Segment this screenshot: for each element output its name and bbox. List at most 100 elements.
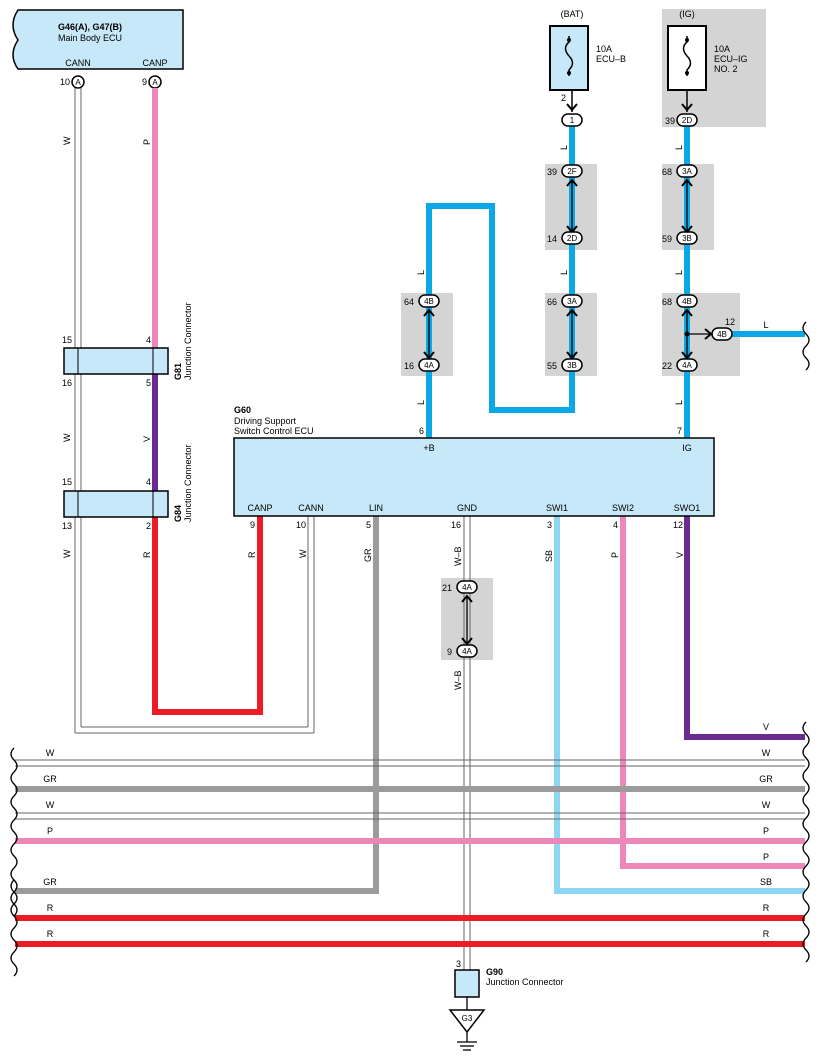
main-ecu-pin-cann: CANN xyxy=(65,58,91,68)
ig-label: (IG) xyxy=(679,9,695,19)
wl-p-4: P xyxy=(763,826,769,836)
inline-connectors: 2F 39 2D 14 3A 66 3B 55 4B 64 4A 16 3A 6… xyxy=(404,164,735,658)
g81-desc: Junction Connector xyxy=(183,302,193,380)
wl-l-6: L xyxy=(674,270,684,275)
bat-pin-top: 2 xyxy=(561,93,566,103)
ecu-g60: G60 Driving Support Switch Control ECU 6… xyxy=(233,405,715,530)
g60-num-canp: 9 xyxy=(250,520,255,530)
main-ecu-desc: Main Body ECU xyxy=(58,33,122,43)
conn-4A-ig: 4A xyxy=(682,361,692,370)
g60-desc1: Driving Support xyxy=(234,416,297,426)
conn-4A-b: 4A xyxy=(424,361,434,370)
conn-a-left: A xyxy=(75,78,81,87)
pin-14: 14 xyxy=(547,234,557,244)
pin-21: 21 xyxy=(442,583,452,593)
g81-name: G81 xyxy=(173,363,183,380)
pin-39: 39 xyxy=(547,167,557,177)
conn-3A-bat: 3A xyxy=(567,297,577,306)
wires xyxy=(15,88,805,970)
wl-l-1: L xyxy=(559,145,569,150)
g60-pin-gnd: GND xyxy=(457,503,478,513)
g60-num-lin: 5 xyxy=(366,520,371,530)
g84-name: G84 xyxy=(173,505,183,522)
wl-p-1: P xyxy=(142,139,152,145)
wl-v-2: V xyxy=(675,552,685,558)
fuse-bat: (BAT) 10A ECU–B 2 1 xyxy=(549,9,626,127)
g60-num-b: 6 xyxy=(419,426,424,436)
wire-break-marks xyxy=(10,321,810,977)
conn-4A-gnd-bottom: 4A xyxy=(462,647,472,656)
wl-r-6: R xyxy=(763,929,770,939)
wl-gr-3: GR xyxy=(759,774,773,784)
wl-l-2: L xyxy=(559,270,569,275)
wl-w-3: W xyxy=(62,549,72,558)
wl-l-4: L xyxy=(416,400,426,405)
conn-4B-branch: 4B xyxy=(717,330,727,339)
conn-3B-bat: 3B xyxy=(567,361,577,370)
ig-pin: 39 xyxy=(665,116,675,126)
wl-p-2: P xyxy=(610,552,620,558)
wl-gr-2: GR xyxy=(43,774,57,784)
main-ecu-name: G46(A), G47(B) xyxy=(58,22,122,32)
bat-conn-1: 1 xyxy=(570,116,575,125)
conn-2F: 2F xyxy=(567,167,576,176)
wl-l-8: L xyxy=(763,320,768,330)
conn-2D: 2D xyxy=(567,234,577,243)
wl-w-8: W xyxy=(762,800,771,810)
g90-p3: 3 xyxy=(456,959,461,969)
g60-pin-lin: LIN xyxy=(369,503,383,513)
g60-pin-cann: CANN xyxy=(298,503,324,513)
pin-66: 66 xyxy=(547,297,557,307)
main-ecu-pin-canp: CANP xyxy=(142,58,167,68)
main-ecu-num-canp: 9 xyxy=(142,77,147,87)
g60-num-swo1: 12 xyxy=(673,520,683,530)
pin-55: 55 xyxy=(547,361,557,371)
main-body-ecu: G46(A), G47(B) Main Body ECU CANN CANP 1… xyxy=(12,9,184,89)
g81-p16: 16 xyxy=(62,378,72,388)
pin-64: 64 xyxy=(404,297,414,307)
wl-p-5: P xyxy=(763,852,769,862)
wl-r-1: R xyxy=(142,551,152,558)
g60-pin-ig: IG xyxy=(682,443,692,453)
g60-num-swi2: 4 xyxy=(613,520,618,530)
conn-a-right: A xyxy=(152,78,158,87)
wl-w-7: W xyxy=(46,800,55,810)
wire-color-labels: W P W V W R R W GR W–B W–B SB P V L L L … xyxy=(43,136,773,939)
wl-r-3: R xyxy=(47,903,54,913)
g84-p4: 4 xyxy=(146,477,151,487)
g84-p15: 15 xyxy=(62,477,72,487)
wl-wb-2: W–B xyxy=(453,670,463,690)
wl-wb-1: W–B xyxy=(453,546,463,566)
wl-v-1: V xyxy=(142,436,152,442)
conn-3A-ig: 3A xyxy=(682,167,692,176)
g60-num-gnd: 16 xyxy=(451,520,461,530)
bat-fuse-amp: 10A xyxy=(596,44,612,54)
junction-g84: 15 4 13 2 G84 Junction Connector xyxy=(62,444,193,531)
g60-pin-swi2: SWI2 xyxy=(612,503,634,513)
wl-gr-1: GR xyxy=(363,548,373,562)
wl-l-3: L xyxy=(416,270,426,275)
g60-num-swi1: 3 xyxy=(547,520,552,530)
pin-9: 9 xyxy=(447,647,452,657)
wl-w-6: W xyxy=(762,748,771,758)
wl-sb-1: SB xyxy=(544,550,554,562)
wl-r-2: R xyxy=(247,551,257,558)
ig-fuse-name2: NO. 2 xyxy=(714,64,738,74)
wl-p-3: P xyxy=(47,826,53,836)
g81-p4: 4 xyxy=(146,335,151,345)
pin-22: 22 xyxy=(662,361,672,371)
g60-desc2: Switch Control ECU xyxy=(234,426,314,436)
g84-p2: 2 xyxy=(146,521,151,531)
wl-l-5: L xyxy=(674,145,684,150)
wl-w-4: W xyxy=(298,549,308,558)
wl-v-3: V xyxy=(763,722,769,732)
g81-p15: 15 xyxy=(62,335,72,345)
g81-p5: 5 xyxy=(146,378,151,388)
wl-w-1: W xyxy=(62,136,72,145)
ig-conn: 2D xyxy=(682,116,692,125)
wl-r-4: R xyxy=(763,903,770,913)
g60-num-ig: 7 xyxy=(677,426,682,436)
wl-r-5: R xyxy=(47,929,54,939)
pin-12: 12 xyxy=(725,317,735,327)
